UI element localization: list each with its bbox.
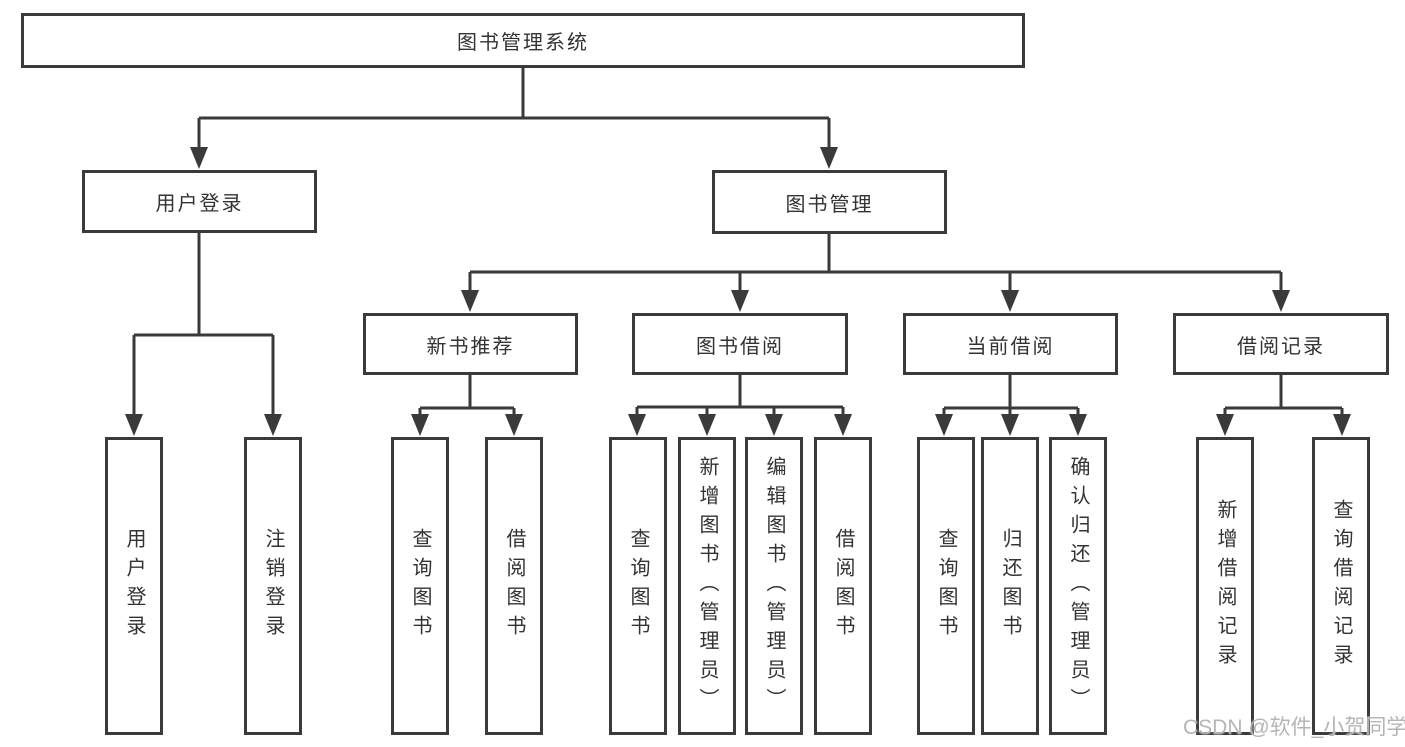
leaf-newbook-query-books: 查询图书 (391, 437, 449, 735)
leaf-borrow-query-books: 查询图书 (609, 437, 667, 735)
leaf-logout: 注销登录 (244, 437, 302, 735)
node-borrow-record: 借阅记录 (1173, 313, 1389, 375)
leaf-current-query-books: 查询图书 (917, 437, 975, 735)
leaf-current-return-books: 归还图书 (981, 437, 1039, 735)
node-current-borrow: 当前借阅 (903, 313, 1118, 375)
leaf-current-confirm-return-admin: 确认归还（管理员） (1049, 437, 1107, 735)
node-new-book-recommend: 新书推荐 (363, 313, 578, 375)
csdn-watermark: CSDN @软件_小贺同学 (1183, 716, 1405, 739)
leaf-borrow-borrow-books: 借阅图书 (814, 437, 872, 735)
leaf-borrow-add-books-admin: 新增图书（管理员） (678, 437, 736, 735)
node-book-borrow: 图书借阅 (632, 313, 848, 375)
leaf-newbook-borrow-books: 借阅图书 (485, 437, 543, 735)
node-root-system: 图书管理系统 (21, 13, 1025, 68)
leaf-record-query-borrow-record: 查询借阅记录 (1312, 437, 1370, 735)
node-book-management: 图书管理 (712, 170, 947, 234)
leaf-record-add-borrow-record: 新增借阅记录 (1196, 437, 1254, 735)
leaf-user-login: 用户登录 (105, 437, 163, 735)
leaf-borrow-edit-books-admin: 编辑图书（管理员） (745, 437, 803, 735)
node-user-login: 用户登录 (82, 170, 317, 233)
